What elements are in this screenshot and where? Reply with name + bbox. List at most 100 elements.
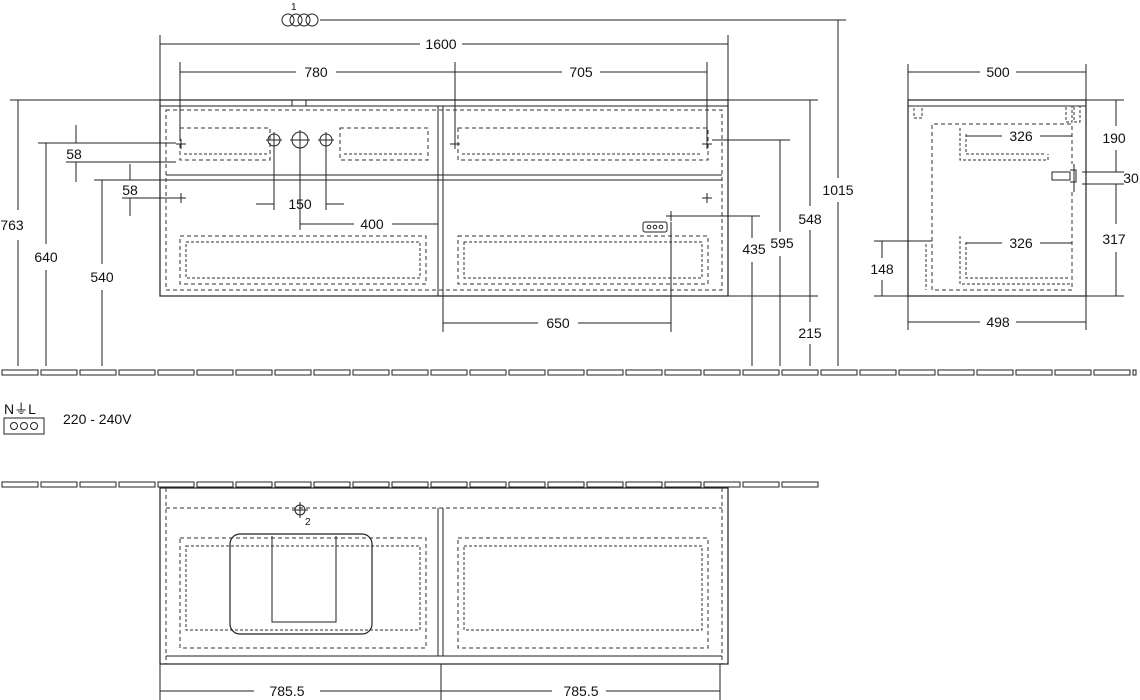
side-drain-pipe <box>1051 164 1077 192</box>
front-upper-right-drawer <box>457 127 709 161</box>
dim-317-label: 317 <box>1102 231 1126 247</box>
floor-tile <box>1054 369 1092 376</box>
floor-tile <box>664 481 702 488</box>
electrical-symbol: N⏚L <box>4 401 36 417</box>
floor-tile <box>1015 369 1053 376</box>
socket-pin-1 <box>10 422 18 430</box>
floor-tile <box>976 369 1014 376</box>
dim-side-right <box>1082 99 1124 297</box>
dim-595-label: 595 <box>770 235 794 251</box>
floor-tile <box>625 481 663 488</box>
floor-tile <box>274 481 312 488</box>
side-front-lip <box>913 105 923 119</box>
front-upper-left-drawer-a <box>179 127 271 161</box>
floor-tile <box>547 481 585 488</box>
floor-tile <box>586 369 624 376</box>
dim-785-right-label: 785.5 <box>563 683 598 699</box>
dim-left-verticals <box>10 99 176 366</box>
dim-side-498 <box>907 296 1087 330</box>
dim-785-left-label: 785.5 <box>269 683 304 699</box>
socket-legend-icon <box>3 417 45 435</box>
socket-pin-3 <box>30 422 38 430</box>
side-inner-dashed <box>931 123 1073 291</box>
side-back-lip <box>1065 105 1073 123</box>
dim-215-label: 215 <box>798 325 822 341</box>
dim-785-785 <box>159 664 721 700</box>
dim-540-label: 540 <box>90 269 114 285</box>
dim-58-lower-label: 58 <box>122 182 138 198</box>
floor-tile <box>313 481 351 488</box>
basin-siphon-cutout <box>271 536 337 623</box>
floor-tile <box>274 369 312 376</box>
floor-tile <box>313 369 351 376</box>
floor-tile <box>508 369 546 376</box>
top-view: 2 785.5 785.5 <box>1 481 819 700</box>
top-left-drawer-inner <box>185 545 421 631</box>
floor-tile <box>157 369 195 376</box>
floor-tile <box>781 369 819 376</box>
floor-tile <box>469 481 507 488</box>
floor-tile <box>352 369 390 376</box>
front-cabinet-outline <box>159 99 729 297</box>
voltage-label: 220 - 240V <box>63 411 132 427</box>
dim-150-label: 150 <box>288 196 312 212</box>
dim-780-705 <box>179 62 708 140</box>
floor-tile <box>391 481 429 488</box>
floor-tile <box>625 369 663 376</box>
front-lower-right-drawer-inner <box>463 241 703 279</box>
drain-callout-2-icon <box>292 502 308 518</box>
dim-190-label: 190 <box>1102 130 1126 146</box>
floor-tile <box>703 369 741 376</box>
floor-tile <box>118 481 156 488</box>
dim-548-label: 548 <box>798 211 822 227</box>
floor-tile <box>235 481 273 488</box>
floor-tile <box>898 369 936 376</box>
side-lower-drawer <box>959 236 1072 285</box>
floor-tile <box>118 369 156 376</box>
floor-tile <box>781 481 819 488</box>
front-overflow-block <box>291 99 307 107</box>
side-back-lip-b <box>1073 105 1081 123</box>
floor-tile <box>820 369 858 376</box>
front-lower-right-drawer <box>457 235 709 285</box>
floor-tile <box>1093 369 1131 376</box>
dim-side-148 <box>874 240 932 297</box>
front-upper-left-drawer-b <box>339 127 429 161</box>
socket-pin-2 <box>20 422 28 430</box>
dim-780-label: 780 <box>304 64 328 80</box>
floor-tile <box>79 481 117 488</box>
dim-right-verticals <box>676 20 839 366</box>
side-upper-drawer <box>959 128 1049 161</box>
floor-tile <box>430 481 468 488</box>
dim-763-label: 763 <box>0 217 24 233</box>
callout-1-icon <box>281 13 846 27</box>
floor-tiles-top <box>1 481 819 488</box>
floor-tile <box>79 369 117 376</box>
floor-tile <box>235 369 273 376</box>
front-crosshair-markers <box>176 139 712 221</box>
top-right-drawer-inner <box>463 545 703 631</box>
top-left-drawer <box>179 537 427 649</box>
floor-tile <box>469 369 507 376</box>
floor-tile <box>859 369 897 376</box>
dim-326-lower-label: 326 <box>1009 235 1033 251</box>
floor-tile <box>157 481 195 488</box>
dim-side-500 <box>907 64 1087 100</box>
floor-tile <box>40 481 78 488</box>
dim-650 <box>442 222 672 332</box>
dim-1600-label: 1600 <box>425 36 456 52</box>
floor-tile <box>352 481 390 488</box>
floor-tile <box>196 481 234 488</box>
floor-tile <box>40 369 78 376</box>
floor-tile <box>742 369 780 376</box>
floor-tile <box>1 481 39 488</box>
side-view: 500 326 326 190 30 317 <box>870 64 1139 330</box>
tap-holes <box>266 130 334 150</box>
dim-435-label: 435 <box>742 241 766 257</box>
dim-326-upper-label: 326 <box>1009 128 1033 144</box>
floor-tiles-front <box>1 369 1137 376</box>
floor-tile <box>664 369 702 376</box>
front-view: 1 1600 780 705 <box>0 2 1137 376</box>
floor-tile <box>430 369 468 376</box>
dim-30-label: 30 <box>1123 170 1139 186</box>
